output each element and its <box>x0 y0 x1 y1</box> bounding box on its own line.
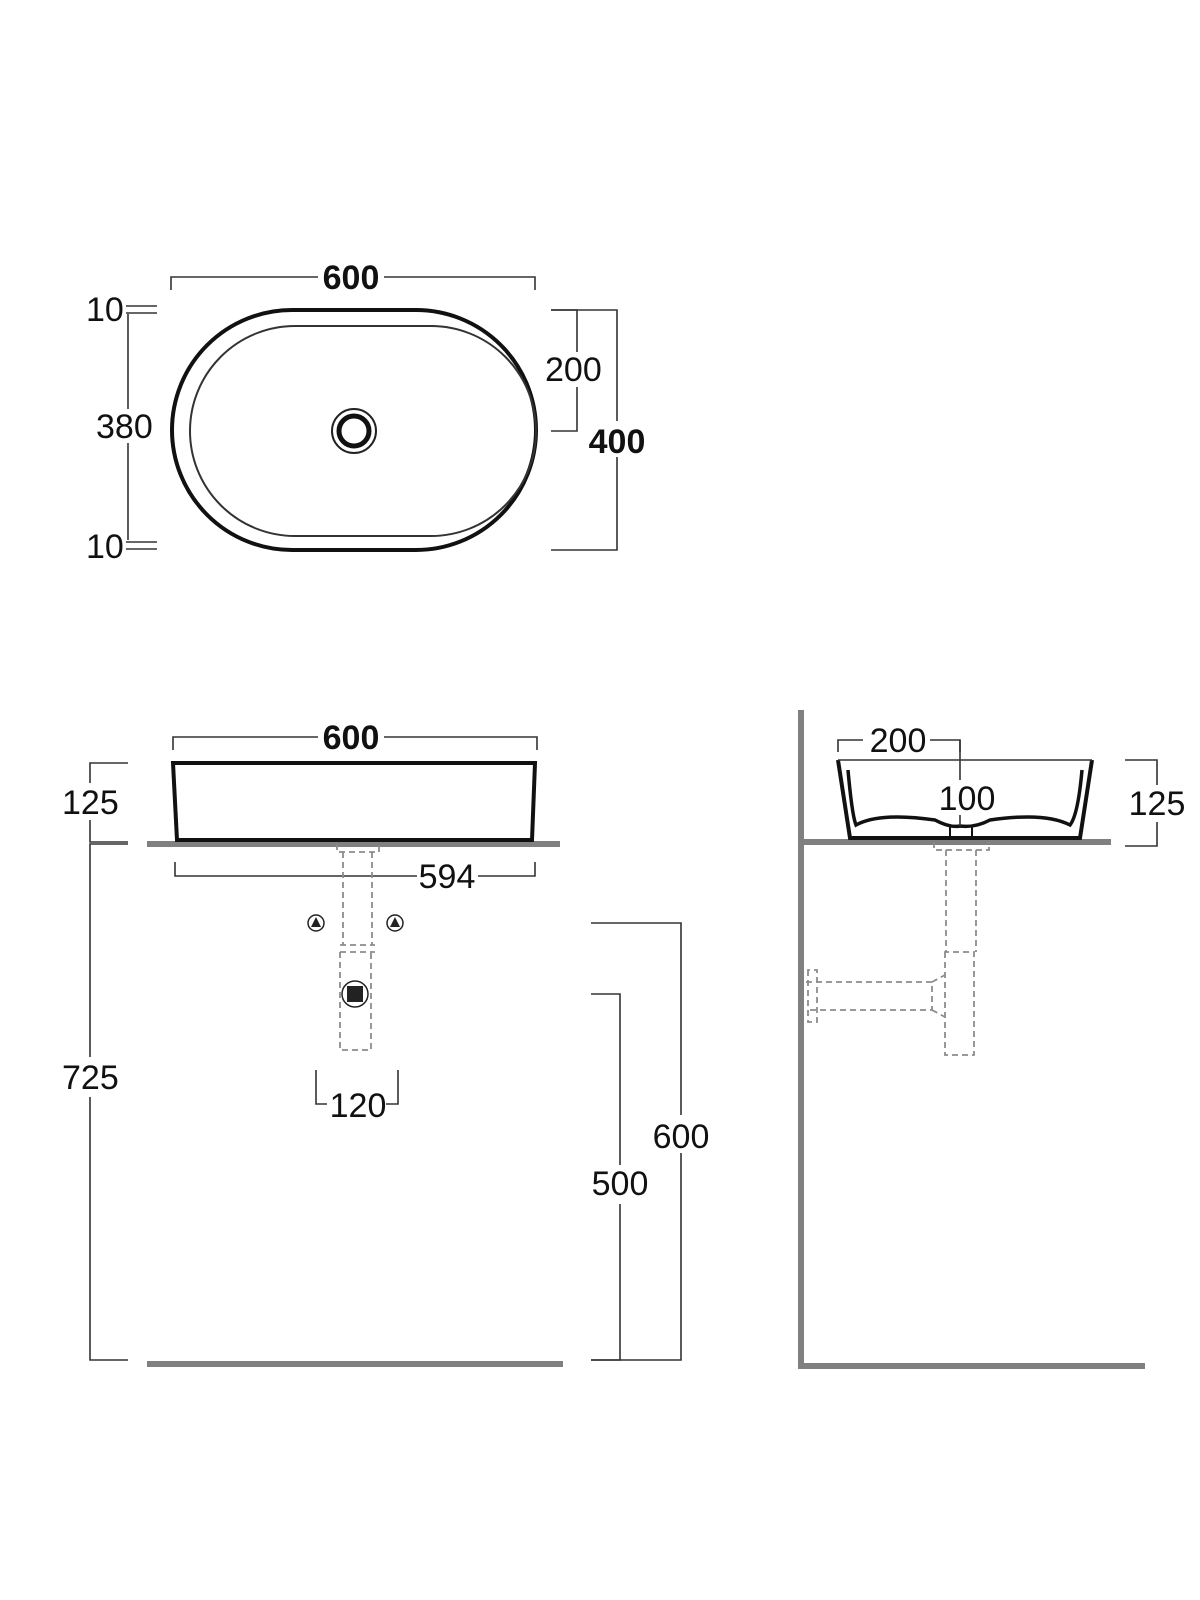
dimension-top-width: 600 <box>170 259 536 297</box>
side-height-label: 125 <box>1129 785 1186 823</box>
dimension-supply-height: 600 <box>591 922 710 1361</box>
top-width-label: 600 <box>323 259 380 297</box>
supply-spacing-label: 120 <box>330 1087 387 1125</box>
front-width-label: 600 <box>323 719 380 757</box>
dimension-side-height: 125 <box>1125 759 1186 847</box>
dimension-inner-depth: 380 <box>96 314 153 540</box>
inner-depth-label: 380 <box>96 408 153 446</box>
front-height-label: 125 <box>62 784 119 822</box>
dimension-base-width: 594 <box>174 858 536 896</box>
waste-height-label: 500 <box>592 1165 649 1203</box>
dimension-rim-bottom: 10 <box>86 528 157 566</box>
dimension-supply-spacing: 120 <box>315 1070 399 1125</box>
dimension-rim-top: 10 <box>86 291 157 329</box>
dimension-side-waste: 100 <box>939 740 996 826</box>
side-waste-label: 100 <box>939 780 996 818</box>
waste-trap <box>336 844 380 1051</box>
install-height-label: 725 <box>62 1059 119 1097</box>
dimension-install-height: 725 <box>62 843 128 1361</box>
dimension-waste-height: 500 <box>591 993 649 1361</box>
base-width-label: 594 <box>419 858 476 896</box>
dimension-front-height: 125 <box>62 762 128 843</box>
dimension-front-width: 600 <box>172 719 538 757</box>
dimension-waste-offset: 200 <box>545 309 602 432</box>
overall-depth-label: 400 <box>589 423 646 461</box>
dimension-overall-depth: 400 <box>551 309 646 551</box>
waste-offset-label: 200 <box>545 351 602 389</box>
side-waste-trap <box>806 842 990 1056</box>
rim-top-label: 10 <box>86 291 124 329</box>
basin-inner-outline <box>189 325 537 537</box>
supply-height-label: 600 <box>653 1118 710 1156</box>
front-view: 600 125 594 725 <box>62 719 710 1367</box>
side-view: 200 100 125 <box>798 710 1185 1369</box>
basin-outer-outline <box>170 308 538 552</box>
side-depth-label: 200 <box>870 722 927 760</box>
wall-waste-icon <box>341 980 369 1008</box>
supply-valve-left-icon <box>307 914 325 932</box>
rim-bottom-label: 10 <box>86 528 124 566</box>
basin-front-outline <box>170 761 538 842</box>
supply-valve-right-icon <box>386 914 404 932</box>
top-view: 600 10 380 10 200 400 <box>86 259 645 566</box>
dimension-side-depth: 200 <box>837 722 961 760</box>
waste-outlet-icon <box>331 408 377 454</box>
